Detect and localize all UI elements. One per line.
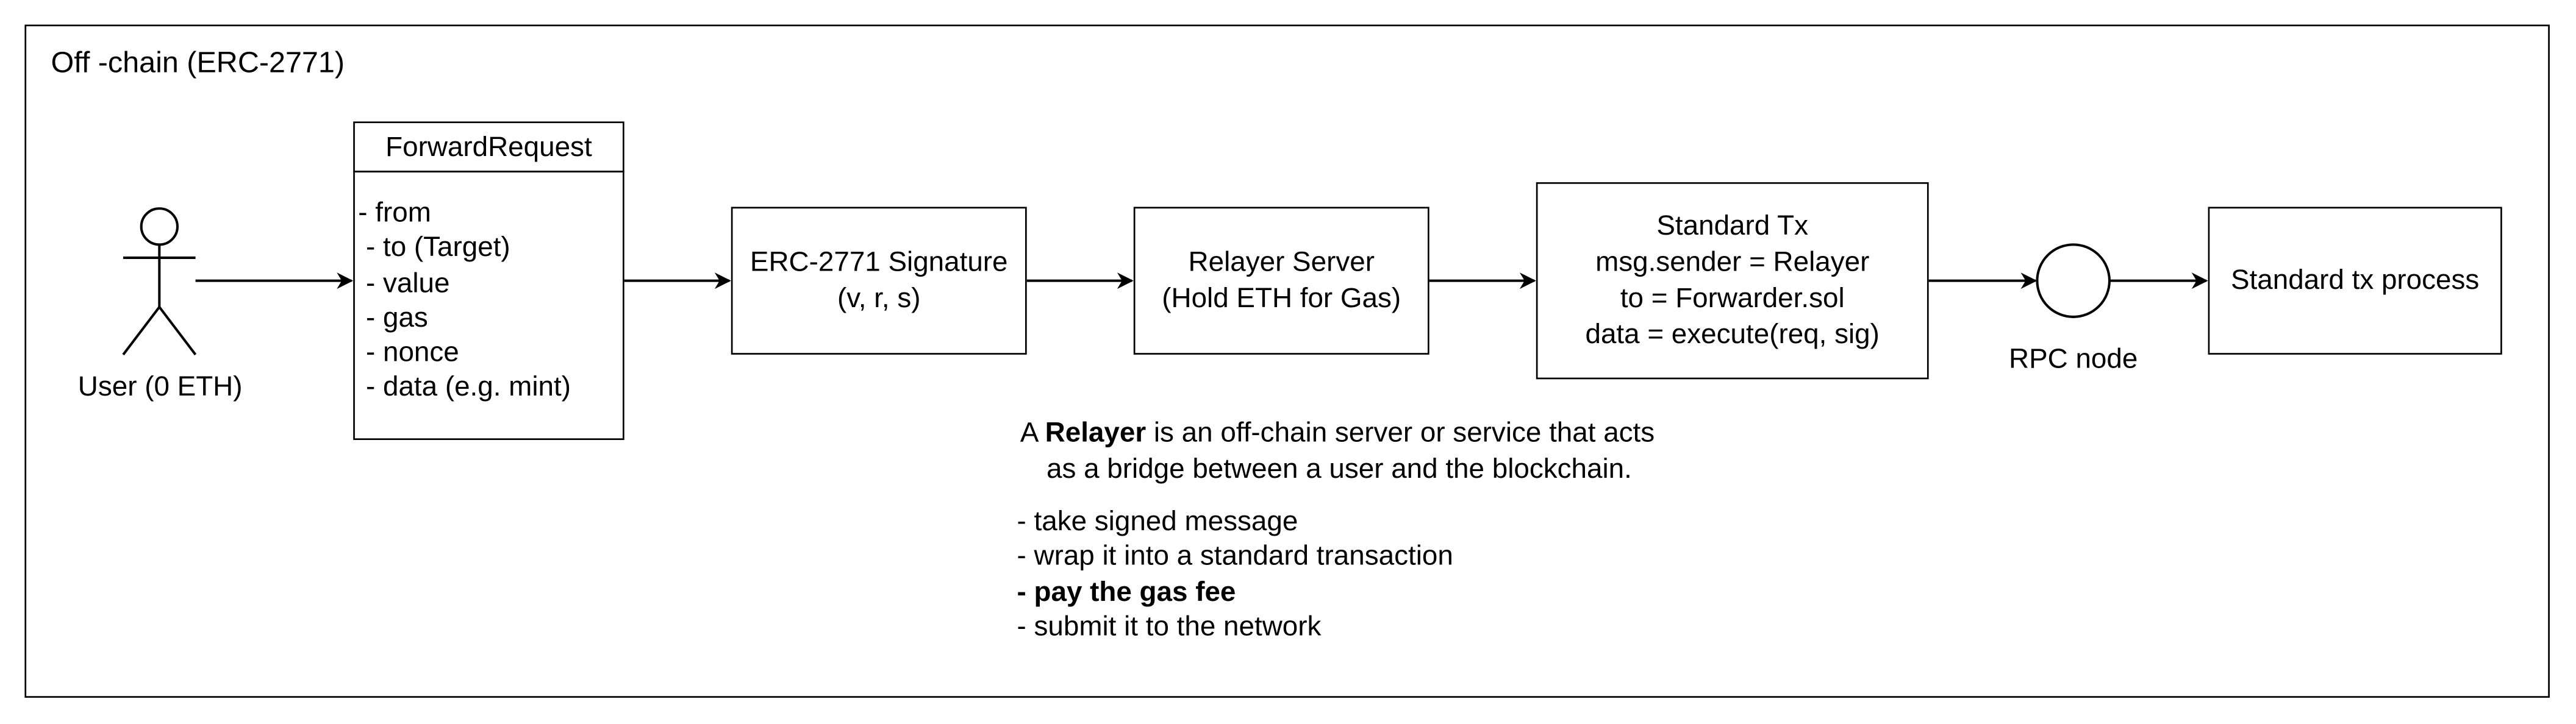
duty-item: - wrap it into a standard transaction: [1017, 541, 1453, 572]
forward-request-title: ForwardRequest: [353, 121, 624, 172]
note-bold-word: Relayer: [1045, 417, 1147, 449]
relayer-subtitle: (Hold ETH for Gas): [1162, 282, 1401, 314]
relayer-box: Relayer Server (Hold ETH for Gas): [1133, 207, 1429, 355]
standard-tx-box: Standard Tx msg.sender = Relayer to = Fo…: [1536, 182, 1929, 380]
signature-title: ERC-2771 Signature: [750, 246, 1008, 278]
standard-tx-to: to = Forwarder.sol: [1620, 282, 1845, 314]
field-nonce: - nonce: [358, 336, 459, 368]
field-data: - data (e.g. mint): [358, 372, 571, 403]
field-from: - from: [358, 197, 431, 229]
duty-item: - take signed message: [1017, 505, 1298, 537]
duty-item-emphasized: - pay the gas fee: [1017, 575, 1236, 607]
rpc-node-label: RPC node: [2009, 343, 2138, 375]
note-prefix: A: [1020, 417, 1045, 449]
note-rest: is an off-chain server or service that a…: [1146, 417, 1655, 449]
process-label: Standard tx process: [2231, 264, 2480, 296]
field-value: - value: [358, 267, 450, 299]
frame-title: Off -chain (ERC-2771): [51, 46, 345, 79]
process-box: Standard tx process: [2208, 207, 2502, 355]
duty-item: - submit it to the network: [1017, 610, 1322, 642]
relayer-duties-list: - take signed message - wrap it into a s…: [1017, 504, 1453, 644]
standard-tx-data: data = execute(req, sig): [1585, 318, 1880, 350]
signature-values: (v, r, s): [837, 282, 921, 314]
field-gas: - gas: [358, 302, 428, 333]
standard-tx-title: Standard Tx: [1656, 210, 1809, 242]
relayer-title: Relayer Server: [1188, 246, 1375, 278]
offchain-frame: [24, 24, 2550, 698]
relayer-note: A Relayer is an off-chain server or serv…: [1020, 416, 1655, 488]
note-line-2: as a bridge between a user and the block…: [1046, 453, 1632, 484]
note-line-1: A Relayer is an off-chain server or serv…: [1020, 416, 1655, 452]
signature-box: ERC-2771 Signature (v, r, s): [731, 207, 1027, 355]
user-actor-icon: [122, 207, 197, 356]
actor-label: User (0 ETH): [77, 371, 243, 403]
rpc-node-icon: [2036, 243, 2111, 318]
field-to: - to (Target): [358, 232, 510, 263]
forward-request-fields: - from - to (Target) - value - gas - non…: [353, 171, 624, 440]
standard-tx-sender: msg.sender = Relayer: [1595, 246, 1870, 278]
